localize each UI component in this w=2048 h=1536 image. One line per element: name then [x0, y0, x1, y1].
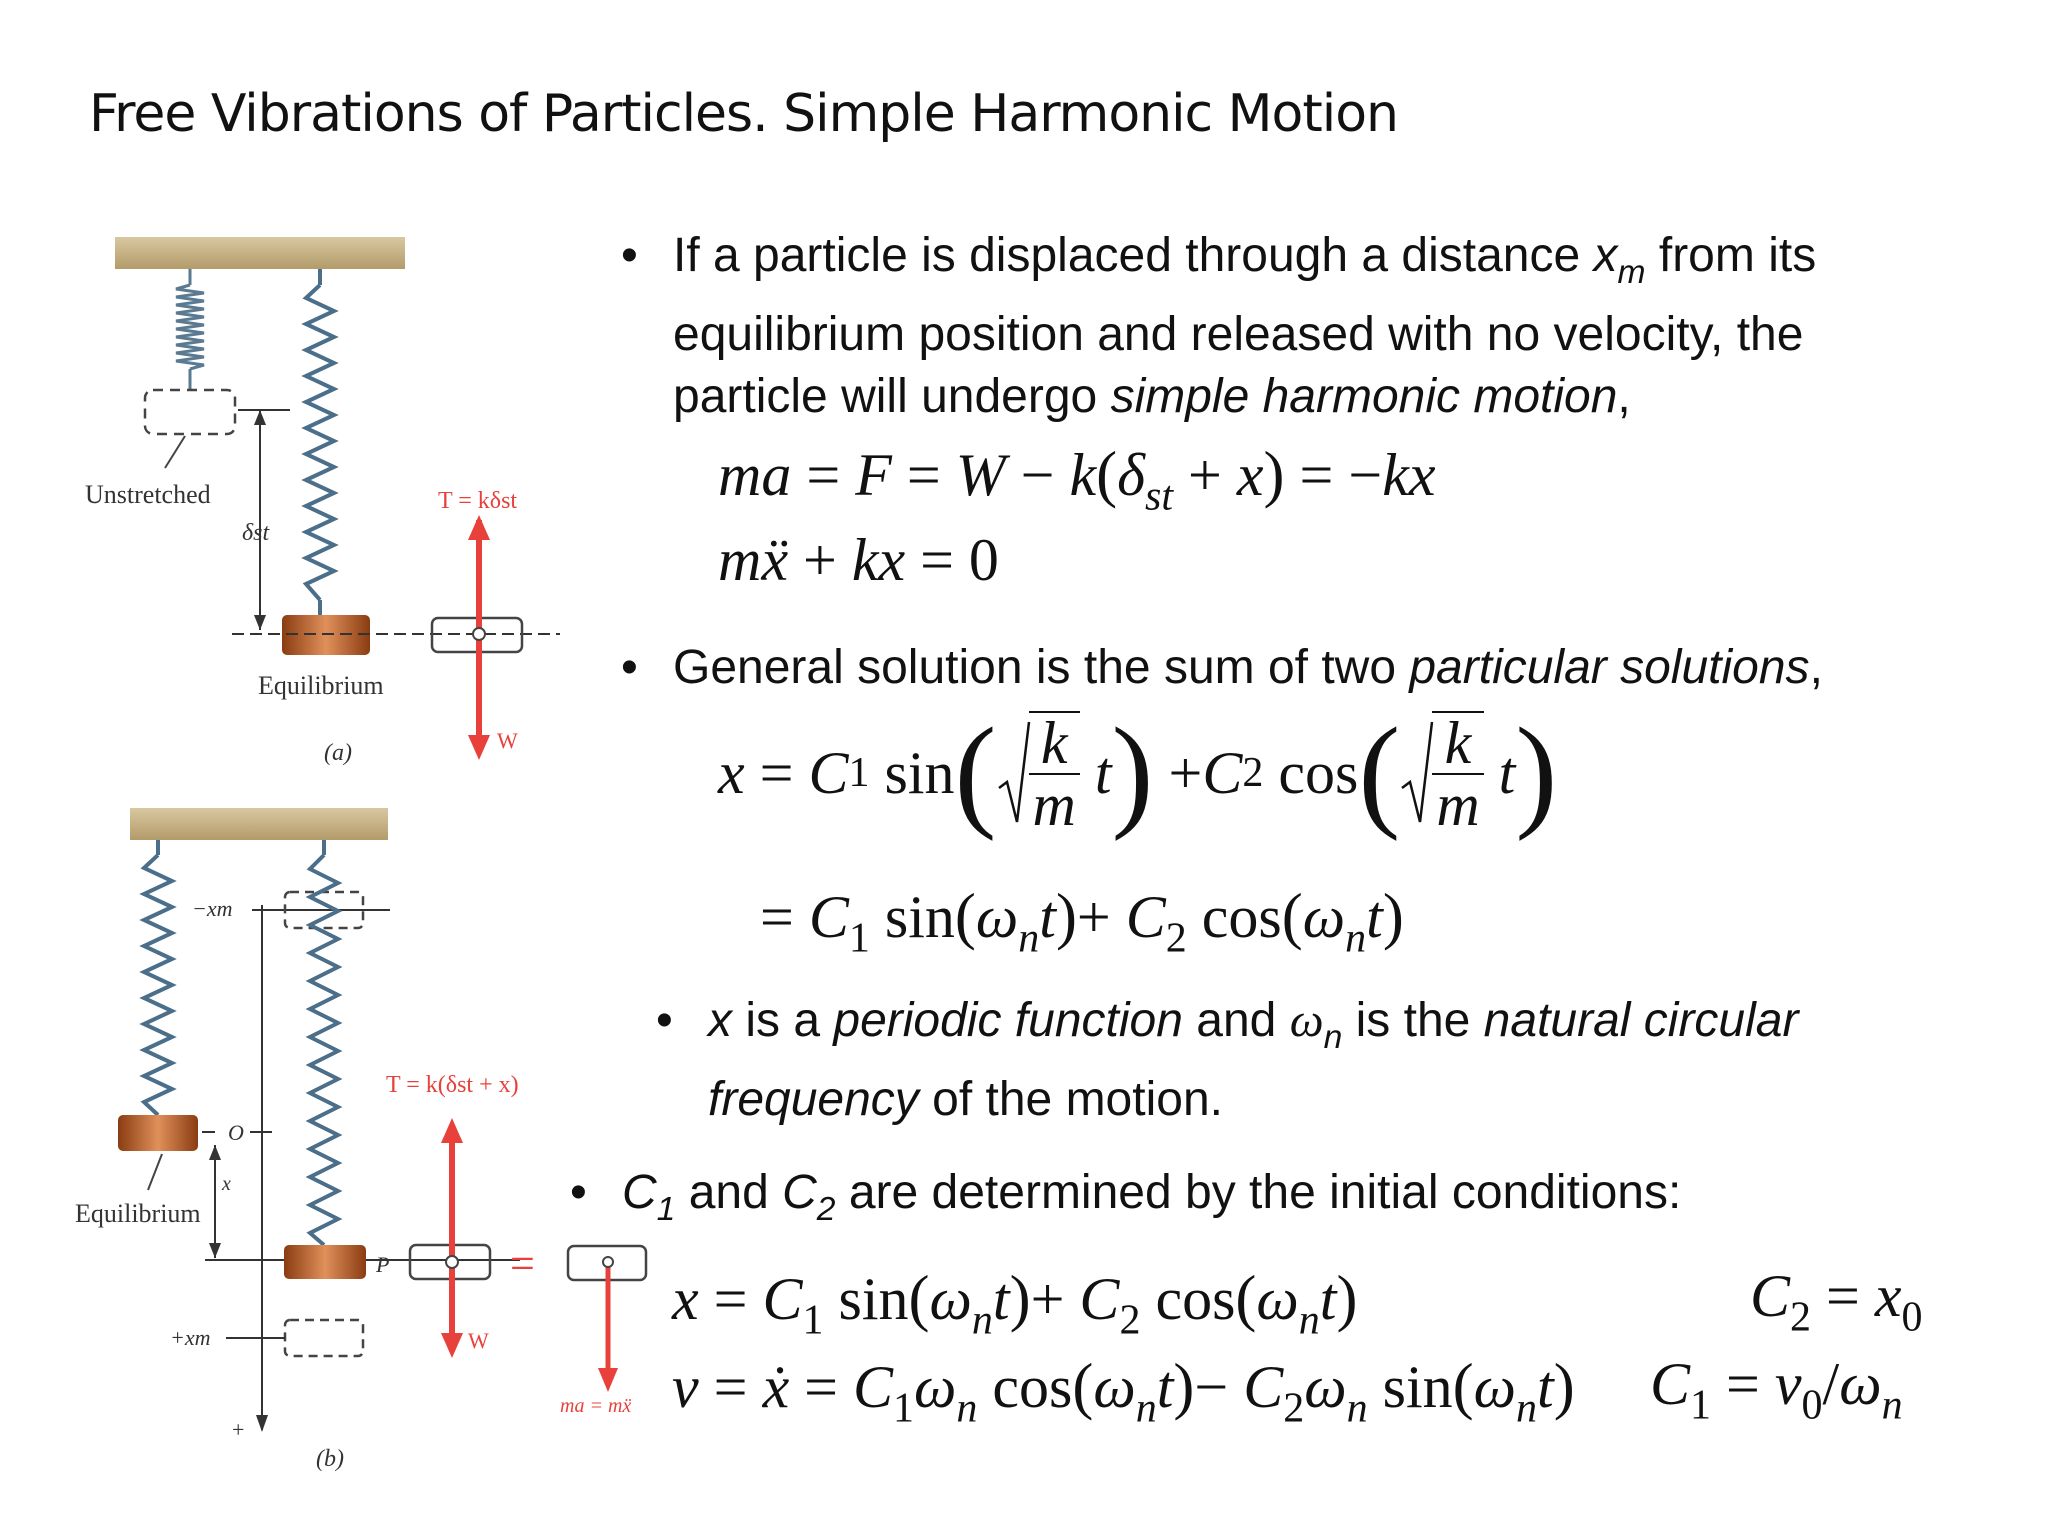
equation-c1: C1 = v0/ωn [1650, 1351, 1903, 1429]
diagram-b-label: (b) [316, 1446, 344, 1472]
block-left-b [118, 1115, 198, 1151]
spring-unstretched [175, 269, 205, 390]
equation-ode: mẍ + kx = 0 [718, 527, 999, 593]
bullet-3: • x is a periodic function and ωn is the… [656, 990, 1948, 1131]
origin-label: O [228, 1120, 244, 1145]
ceiling-a [115, 237, 405, 269]
pos-xm-label: +xm [170, 1325, 211, 1350]
spring-right-b [305, 840, 343, 1247]
bullet-2: • General solution is the sum of two par… [621, 637, 1973, 699]
weight-label-a: W [497, 728, 518, 753]
equilibrium-label-b: Equilibrium [75, 1199, 201, 1228]
page-title: Free Vibrations of Particles. Simple Har… [89, 84, 1399, 144]
diagram-a-label: (a) [324, 740, 352, 766]
spring-stretched-a [301, 269, 339, 615]
bullet-dot: • [570, 1166, 587, 1219]
neg-xm-label: −xm [192, 896, 233, 921]
tension-label-b: T = k(δst + x) [386, 1072, 519, 1098]
unstretched-block [143, 388, 237, 436]
equation-c2: C2 = x0 [1750, 1263, 1923, 1341]
equilibrium-label-a: Equilibrium [258, 671, 384, 700]
spring-left-b [139, 840, 177, 1125]
bullet-dot: • [656, 994, 673, 1047]
block-right-b [284, 1245, 366, 1279]
plus-label: + [232, 1417, 244, 1442]
ceiling-b [130, 808, 388, 840]
weight-label-b: W [468, 1328, 489, 1353]
ma-label: ma = mẍ [560, 1395, 631, 1417]
equals-sign: = [510, 1239, 535, 1288]
sqrt-sign [997, 721, 1030, 823]
equation-velocity: v = ẋ = C1ωn cos(ωnt)− C2ωn sin(ωnt) [672, 1351, 1575, 1432]
unstretched-label: Unstretched [85, 480, 211, 509]
spring-mass-figure: Unstretched δst Equilibrium (a) T = kδst… [75, 237, 648, 1472]
equation-omega-form: = C1 sin(ωnt)+ C2 cos(ωnt) [760, 881, 1404, 962]
tension-label-a: T = kδst [438, 488, 517, 514]
x-label: x [221, 1173, 231, 1195]
bullet-1: • If a particle is displaced through a d… [621, 225, 1933, 428]
equation-position: x = C1 sin(ωnt)+ C2 cos(ωnt) [672, 1263, 1358, 1344]
delta-st-label: δst [242, 520, 270, 546]
dashed-block-bottom [283, 1318, 365, 1358]
bullet-dot: • [621, 229, 638, 282]
p-label: P [375, 1252, 389, 1277]
bullet-4: • C1 and C2 are determined by the initia… [570, 1162, 1922, 1241]
bullet-dot: • [621, 641, 638, 694]
equation-newton: ma = F = W − k(δst + x) = −kx [718, 439, 1436, 520]
sqrt-sign [1401, 721, 1434, 823]
